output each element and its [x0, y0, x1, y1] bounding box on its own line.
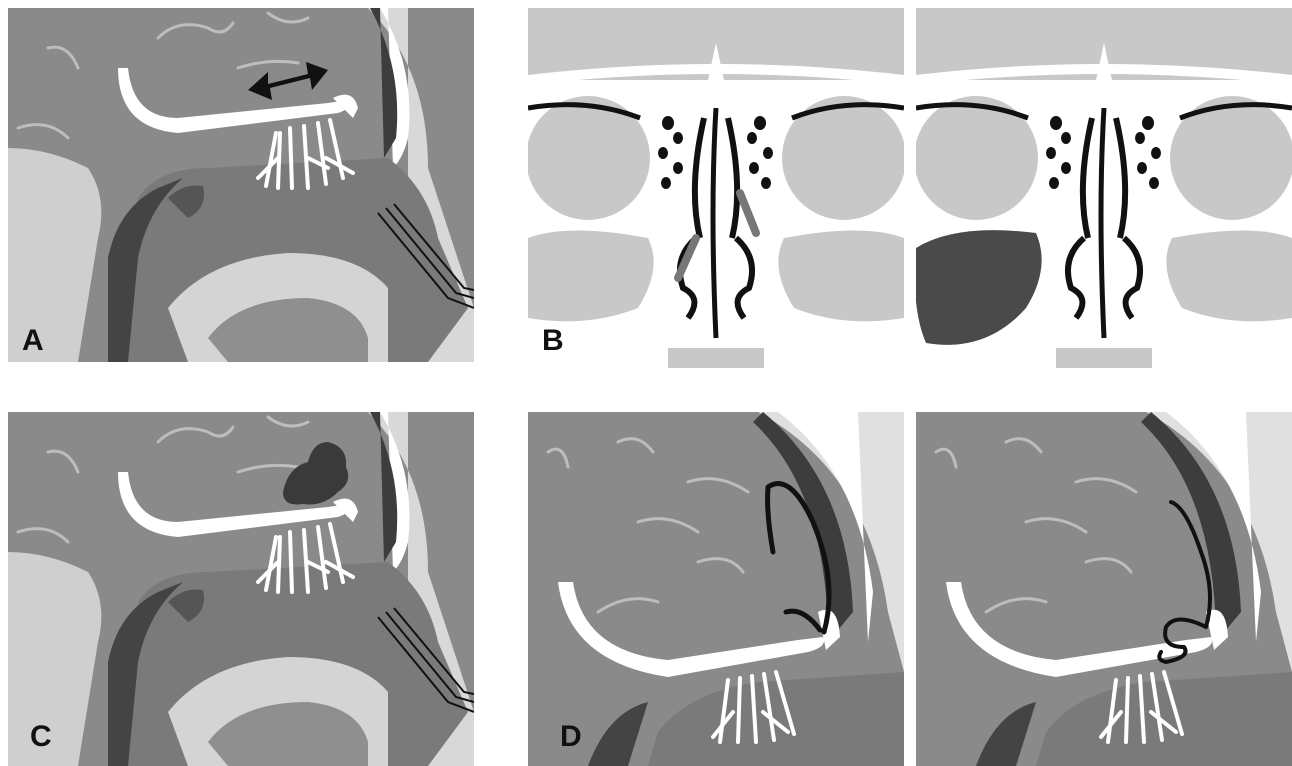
panel-d: D	[528, 412, 904, 766]
panel-a: A	[8, 8, 474, 362]
sagittal-illustration-c	[8, 412, 474, 766]
panel-label-b: B	[542, 326, 564, 356]
sagittal-zoom-illustration-d	[528, 412, 904, 766]
panel-label-d: D	[560, 722, 582, 752]
filled-sinus	[916, 230, 1042, 345]
coronal-illustration-b	[528, 8, 904, 368]
coronal-illustration-b2	[916, 8, 1292, 368]
panel-d2	[916, 412, 1292, 766]
sagittal-illustration-a	[8, 8, 474, 362]
panel-b: B	[528, 8, 904, 368]
panel-b2	[916, 8, 1292, 368]
arrows-b	[678, 193, 756, 278]
panel-label-a: A	[22, 326, 44, 356]
panel-c: C	[8, 412, 474, 766]
panel-label-c: C	[30, 722, 52, 752]
sagittal-zoom-illustration-d2	[916, 412, 1292, 766]
